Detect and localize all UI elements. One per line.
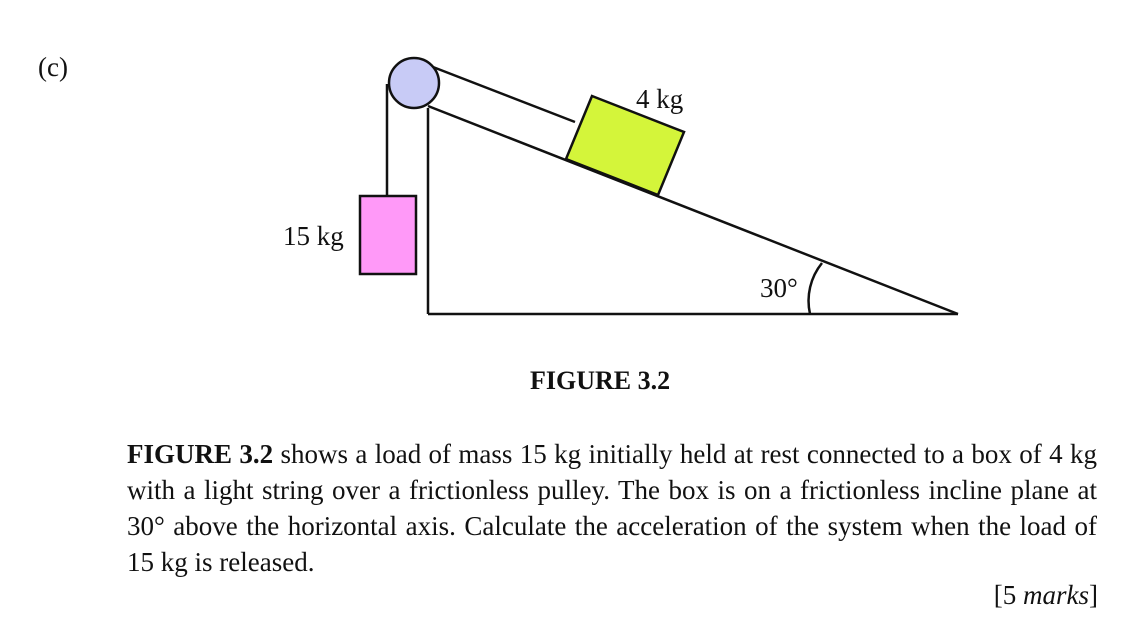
pulley [387,56,441,110]
load-mass-label: 15 kg [283,221,344,251]
angle-arc [807,262,823,315]
figure-caption: FIGURE 3.2 [530,366,671,395]
incline-slope [427,104,959,316]
marks-open: [5 [993,580,1023,610]
question-body: shows a load of mass 15 kg initially hel… [127,439,1097,577]
load-15kg [358,194,418,276]
marks-word: marks [1023,580,1089,610]
marks-label: [5 marks] [994,580,1098,611]
part-label: (c) [38,52,68,82]
question-text: FIGURE 3.2 shows a load of mass 15 kg in… [127,436,1097,580]
box-mass-label: 4 kg [636,84,684,114]
box-4kg [564,94,686,197]
marks-close: ] [1089,580,1098,610]
angle-label: 30° [760,273,798,303]
figure-ref: FIGURE 3.2 [127,439,274,469]
string-to-box [419,60,576,124]
